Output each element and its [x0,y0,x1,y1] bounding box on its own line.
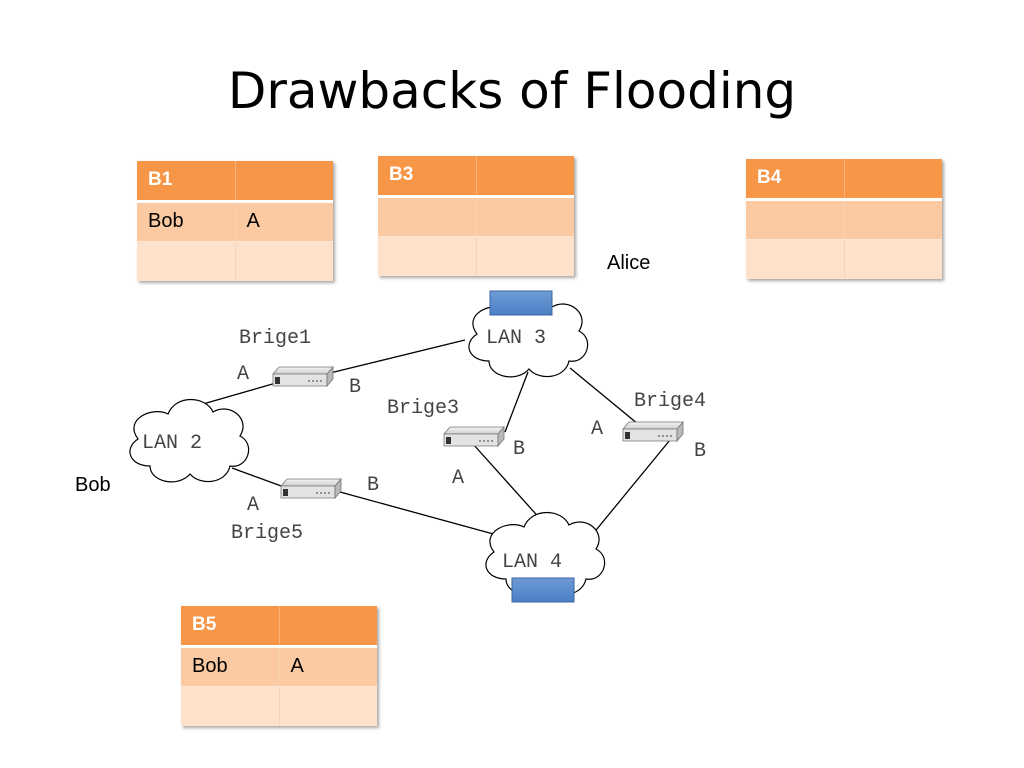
table-b4-cell [844,239,942,279]
table-b3-cell [476,196,574,237]
table-b5-cell [279,686,377,726]
port-label: A [247,494,259,517]
bridge-device-icon [622,421,684,442]
link-lan3-brige4 [569,367,639,425]
table-b3-header-name: B3 [378,156,477,198]
port-label: B [694,440,706,463]
table-b5-cell: Bob [181,646,280,687]
bridge-name-label: Brige1 [239,327,311,350]
host-box-icon [511,577,575,603]
bridge-name-label: Brige3 [387,397,459,420]
table-b3-cell [476,236,574,276]
port-label: B [513,438,525,461]
link-lan3-brige3 [504,371,529,433]
bridge-name-label: Brige4 [634,390,706,413]
bridge-name-label: Brige5 [231,522,303,545]
table-b4: B4 [746,159,942,279]
table-b1-cell [235,241,333,281]
host-box-icon [489,290,553,316]
lan-label: LAN 4 [502,551,562,574]
table-b3-header-port [476,156,574,198]
table-b1-cell: A [235,201,333,242]
host-label-alice: Alice [607,252,651,274]
table-b1-cell [137,241,236,281]
cloud-icon [485,512,606,596]
port-label: A [591,418,603,441]
table-b1-header-name: B1 [137,161,236,203]
table-b4-header-port [844,159,942,201]
host-label-bob: Bob [75,474,111,496]
table-b4-cell [844,199,942,240]
table-b3: B3 [378,156,574,276]
bridge-device-icon [280,478,342,499]
link-lan2-brige5 [231,467,285,488]
table-b1-cell: Bob [137,201,236,242]
port-label: B [349,376,361,399]
slide-title: Drawbacks of Flooding [227,62,797,120]
cloud-icon [129,399,250,483]
port-label: A [452,467,464,490]
link-brige1-lan3 [329,339,466,374]
table-b5-cell: A [279,646,377,687]
table-b4-cell [746,199,845,240]
port-label: A [237,363,249,386]
table-b3-cell [378,236,477,276]
link-brige5-lan4 [339,491,498,536]
link-brige3-lan4 [472,443,544,523]
table-b3-cell [378,196,477,237]
link-lan2-brige1 [195,382,277,407]
table-b4-cell [746,239,845,279]
table-b5-cell [181,686,280,726]
table-b5-header-port [279,606,377,648]
table-b5-header-name: B5 [181,606,280,648]
link-brige4-lan4 [591,439,671,536]
lan-label: LAN 2 [142,432,202,455]
table-b4-header-name: B4 [746,159,845,201]
bridge-device-icon [443,426,505,447]
port-label: B [367,474,379,497]
bridge-device-icon [272,366,334,387]
network-links [195,339,671,536]
table-b1-header-port [235,161,333,203]
lan-label: LAN 3 [486,327,546,350]
